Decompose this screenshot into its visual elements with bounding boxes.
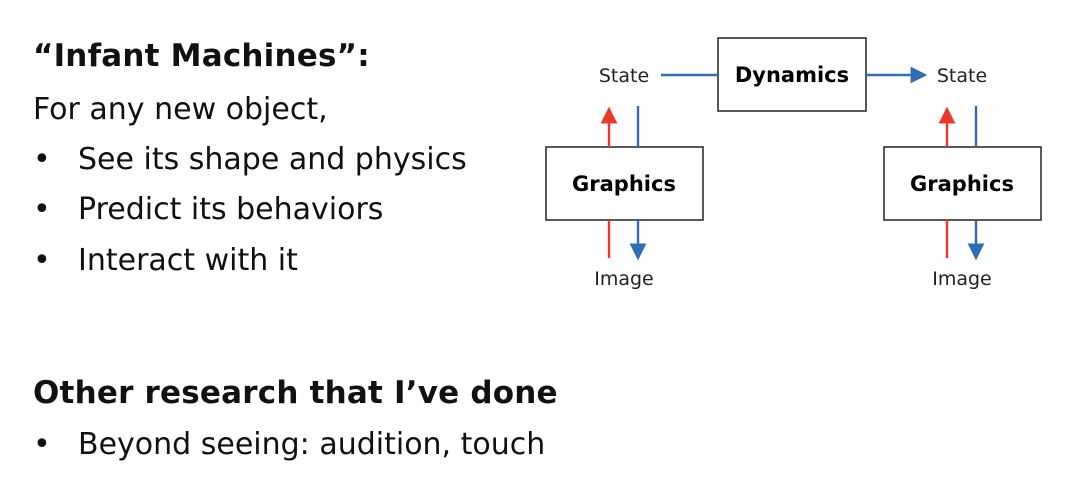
image-label-left: Image [594,268,654,290]
bullet-text: Predict its behaviors [78,192,384,227]
state-label-right: State [937,65,987,87]
dynamics-label: Dynamics [735,63,849,87]
bullet-dot: • [33,142,51,177]
state-label-left: State [599,65,649,87]
section-title-infant-machines: “Infant Machines”: [33,38,370,74]
bullet-text: See its shape and physics [78,142,467,177]
graphics-box-right [883,146,1042,221]
bullet-item: • Interact with it [33,243,493,283]
dynamics-box [717,37,867,112]
bullet-dot: • [33,243,51,278]
bullet-item: • Beyond seeing: audition, touch [33,427,593,467]
bullet-dot: • [33,192,51,227]
section-title-other-research: Other research that I’ve done [33,375,558,411]
bullet-item: • See its shape and physics [33,142,493,182]
intro-text: For any new object, [33,92,328,127]
bullet-text: Interact with it [78,243,298,278]
bullet-text: Beyond seeing: audition, touch [78,427,546,462]
graphics-dynamics-diagram: Dynamics State State Graphics Image Grap… [545,37,1042,290]
bullet-item: • Predict its behaviors [33,192,493,232]
graphics-label-left: Graphics [572,172,676,196]
graphics-box-left [545,146,704,221]
graphics-label-right: Graphics [910,172,1014,196]
image-label-right: Image [932,268,992,290]
bullet-dot: • [33,427,51,462]
